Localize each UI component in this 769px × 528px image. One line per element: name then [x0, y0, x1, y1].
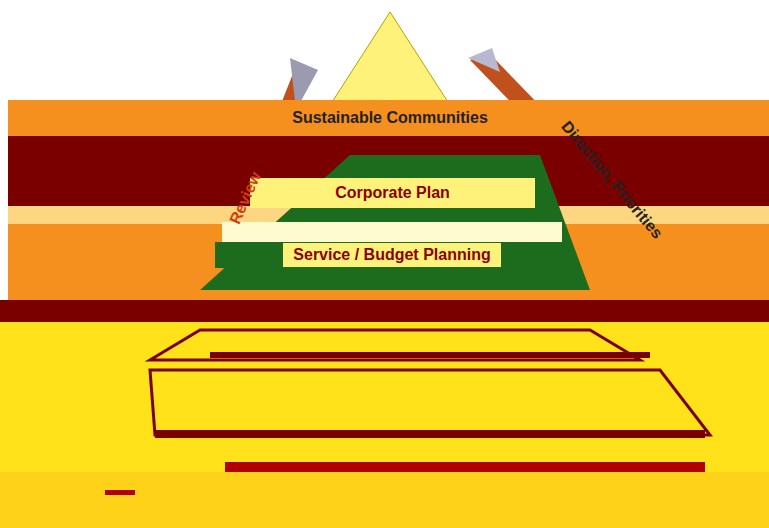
tier-label: Service / Budget Planning [293, 246, 490, 264]
pyramid-tier: Corporate Plan [323, 179, 462, 207]
tier-label: Corporate Plan [335, 184, 450, 202]
tier-label: Sustainable Communities [292, 109, 488, 127]
pyramid-tier: Sustainable Communities [286, 106, 494, 130]
pyramid-tier: Service / Budget Planning [283, 243, 501, 267]
